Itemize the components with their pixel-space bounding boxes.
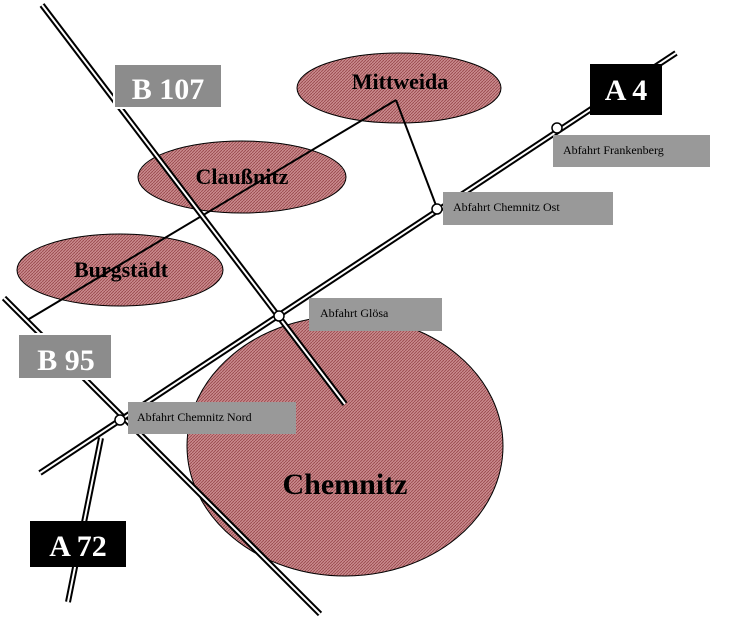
local-roads [23, 99, 438, 323]
exit-marker-chemnitz-nord [114, 414, 126, 426]
road-a72 [65, 437, 104, 603]
exit-marker-gloesa [273, 310, 285, 322]
exit-label-chemnitz-ost: Abfahrt Chemnitz Ost [453, 200, 560, 214]
town-label-mittweida: Mittweida [352, 69, 449, 94]
sign-a4-box [590, 64, 662, 115]
sign-b107-label: B 107 [132, 73, 205, 106]
mittweida-area [296, 52, 502, 124]
burgstaedt-area [16, 233, 224, 307]
sign-b107-box [113, 63, 223, 109]
exit-box-chemnitz-ost [443, 192, 613, 225]
town-label-burgstaedt: Burgstädt [74, 257, 169, 282]
exit-marker-chemnitz-ost [431, 203, 443, 215]
town-label-claussnitz: Claußnitz [196, 164, 289, 189]
exit-marker-frankenberg [551, 122, 563, 134]
sign-a4-label: A 4 [605, 74, 648, 107]
exit-box-chemnitz-nord [128, 402, 296, 434]
town-label-chemnitz: Chemnitz [283, 468, 408, 501]
exit-label-frankenberg: Abfahrt Frankenberg [563, 143, 664, 157]
sign-a72-label: A 72 [49, 530, 107, 563]
sign-a72-box [30, 521, 126, 567]
exit-label-chemnitz-nord: Abfahrt Chemnitz Nord [137, 410, 252, 424]
exit-label-gloesa: Abfahrt Glösa [320, 306, 389, 320]
sign-b95-label: B 95 [37, 344, 95, 377]
exit-box-gloesa [309, 298, 442, 331]
exit-box-frankenberg [553, 135, 710, 167]
sign-b95-box [17, 333, 113, 380]
chemnitz-area [186, 315, 504, 577]
road-b107 [39, 3, 348, 406]
